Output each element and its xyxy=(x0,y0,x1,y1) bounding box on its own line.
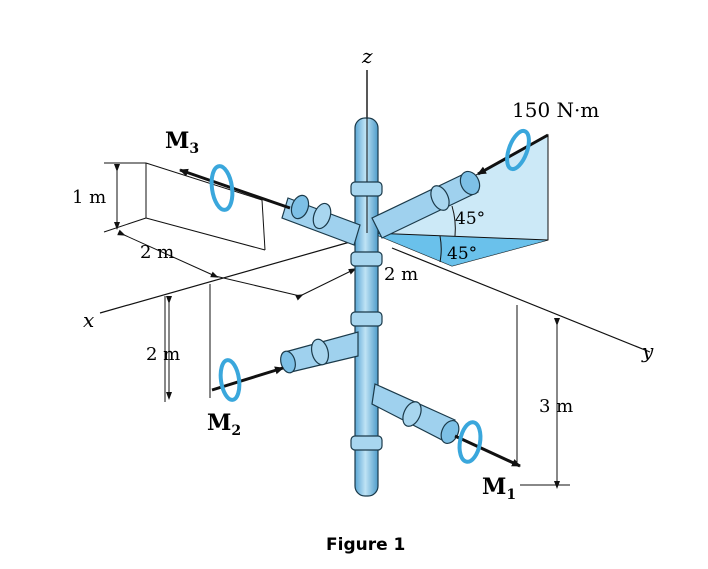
dimension-side-left xyxy=(164,268,357,402)
m3-vector xyxy=(179,168,291,210)
x-axis-line xyxy=(99,241,351,314)
branch-pipe-applied xyxy=(371,170,481,239)
x-axis-label: x xyxy=(83,308,94,332)
angle-arc-upper xyxy=(451,205,456,237)
angle-wedge-lower xyxy=(372,233,548,266)
branch-pipe-m3 xyxy=(281,194,361,246)
m1-vector xyxy=(454,434,521,468)
moment-curl-icons xyxy=(209,128,531,464)
figure-caption: Figure 1 xyxy=(326,535,405,555)
angle-label-upper: 45° xyxy=(455,209,485,229)
applied-moment-label: 150 N·m xyxy=(512,98,599,122)
dimension-label-3m: 3 m xyxy=(539,396,573,417)
branch-pipe-m2 xyxy=(280,331,359,374)
angle-arc-lower xyxy=(439,235,442,263)
plane-diagonal xyxy=(371,232,549,241)
m3-label: M3 xyxy=(165,128,199,157)
y-axis-line xyxy=(391,247,651,353)
dimension-box-top xyxy=(103,162,301,297)
m1-label: M1 xyxy=(482,474,516,503)
pipe-collars xyxy=(350,181,383,451)
m2-label: M2 xyxy=(207,410,241,439)
y-axis-label: y xyxy=(641,339,654,363)
dimension-label-2m-top: 2 m xyxy=(140,242,174,263)
applied-moment-vector xyxy=(477,133,549,176)
angle-label-lower: 45° xyxy=(447,244,477,264)
dimension-height-right xyxy=(516,305,570,489)
z-axis-label: z xyxy=(361,44,373,68)
branch-pipe-m1 xyxy=(371,383,460,444)
dimension-label-2m-left: 2 m xyxy=(146,344,180,365)
dimension-label-1m: 1 m xyxy=(72,187,106,208)
dimension-label-2m-mid: 2 m xyxy=(384,264,418,285)
